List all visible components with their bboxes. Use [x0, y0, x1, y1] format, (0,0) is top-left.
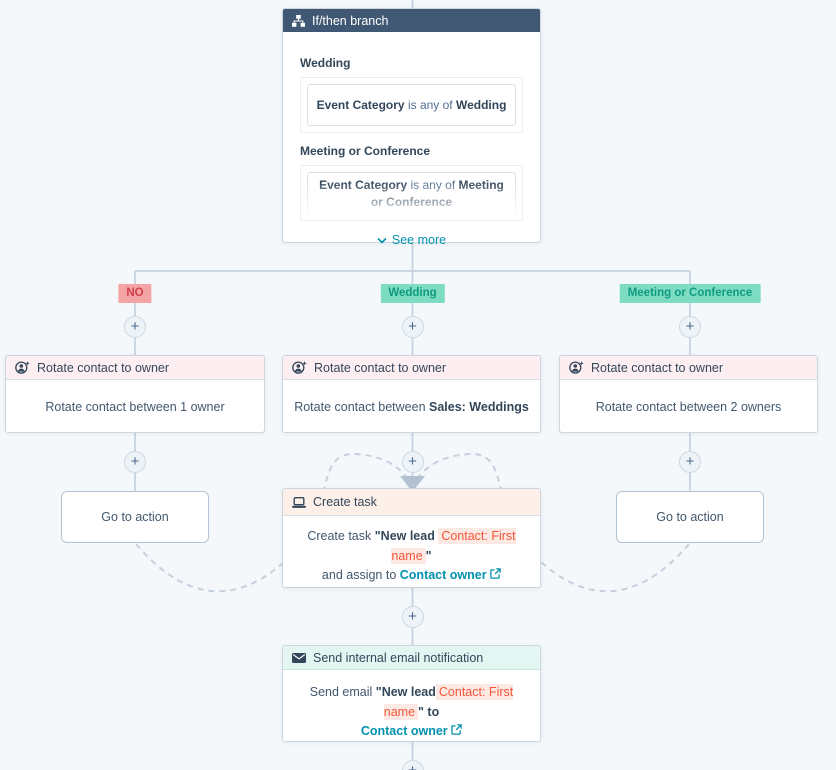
rotate-contact-icon: [15, 361, 30, 374]
condition-operator: is any of: [404, 97, 456, 112]
rotate-card-title: Rotate contact to owner: [37, 360, 170, 375]
rotate-card-summary: Rotate contact between 1 owner: [45, 400, 225, 414]
send-email-title: Send internal email notification: [313, 650, 484, 665]
branch-label-meeting-or-conference: Meeting or Conference: [619, 284, 761, 303]
add-action-button[interactable]: +: [124, 316, 146, 338]
branch-label-wedding: Wedding: [380, 284, 445, 303]
add-action-button[interactable]: +: [679, 316, 701, 338]
condition-value: Wedding: [455, 97, 507, 112]
condition-text: Event Category is any of Wedding: [307, 84, 516, 126]
add-action-button[interactable]: +: [401, 316, 424, 338]
send-email-header: Send internal email notification: [283, 646, 540, 670]
condition-box: Event Category is any of Wedding: [300, 77, 523, 133]
rotate-contact-icon: [292, 361, 307, 374]
external-link-icon: [490, 568, 501, 579]
go-to-action-card-left[interactable]: Go to action: [61, 491, 209, 543]
if-then-branch-title: If/then branch: [312, 13, 389, 28]
rotate-contact-card-wedding-branch[interactable]: Rotate contact to owner Rotate contact b…: [282, 355, 541, 433]
rotate-card-header: Rotate contact to owner: [560, 356, 817, 380]
rotate-card-header: Rotate contact to owner: [283, 356, 540, 380]
rotate-card-summary: Rotate contact between 2 owners: [595, 400, 782, 414]
create-task-header: Create task: [283, 489, 540, 516]
see-more-label: See more: [391, 233, 447, 247]
if-then-branch-header: If/then branch: [283, 9, 540, 32]
rotate-card-header: Rotate contact to owner: [6, 356, 264, 380]
if-then-branch-body: Wedding Event Category is any of Wedding…: [283, 32, 540, 250]
if-then-branch-card[interactable]: If/then branch Wedding Event Category is…: [282, 8, 541, 247]
rotate-contact-card-meeting-branch[interactable]: Rotate contact to owner Rotate contact b…: [559, 355, 818, 433]
external-link-icon: [451, 724, 462, 735]
condition-property: Event Category: [316, 97, 405, 112]
contact-owner-link[interactable]: Contact owner: [361, 724, 462, 738]
rotate-contact-card-no-branch[interactable]: Rotate contact to owner Rotate contact b…: [5, 355, 265, 433]
see-more-link[interactable]: See more: [300, 230, 523, 250]
branch-section-label: Wedding: [300, 56, 351, 70]
rotate-card-title: Rotate contact to owner: [314, 360, 447, 375]
branch-section-label: Meeting or Conference: [300, 144, 431, 158]
task-icon: [292, 496, 306, 508]
add-action-button[interactable]: +: [401, 606, 424, 628]
create-task-card[interactable]: Create task Create task "New lead Contac…: [282, 488, 541, 588]
chevron-down-icon: [377, 237, 387, 244]
rotate-contact-icon: [569, 361, 584, 374]
create-task-title: Create task: [313, 495, 377, 509]
fade-overlay: [301, 166, 522, 220]
create-task-summary: Create task "New lead Contact: First nam…: [307, 528, 516, 582]
add-action-button[interactable]: +: [679, 451, 701, 473]
add-action-button[interactable]: +: [401, 451, 424, 473]
arrowhead-icon: [400, 476, 425, 492]
send-internal-email-card[interactable]: Send internal email notification Send em…: [282, 645, 541, 742]
condition-box: Event Category is any of Meeting or Conf…: [300, 165, 523, 221]
branch-label-no: NO: [118, 284, 152, 303]
sitemap-icon: [292, 14, 305, 27]
contact-owner-link[interactable]: Contact owner: [400, 568, 501, 582]
rotate-card-title: Rotate contact to owner: [591, 360, 724, 375]
add-action-button[interactable]: +: [124, 451, 146, 473]
go-to-action-card-right[interactable]: Go to action: [616, 491, 764, 543]
envelope-icon: [292, 652, 306, 663]
rotate-card-summary: Rotate contact between Sales: Weddings: [294, 400, 529, 414]
